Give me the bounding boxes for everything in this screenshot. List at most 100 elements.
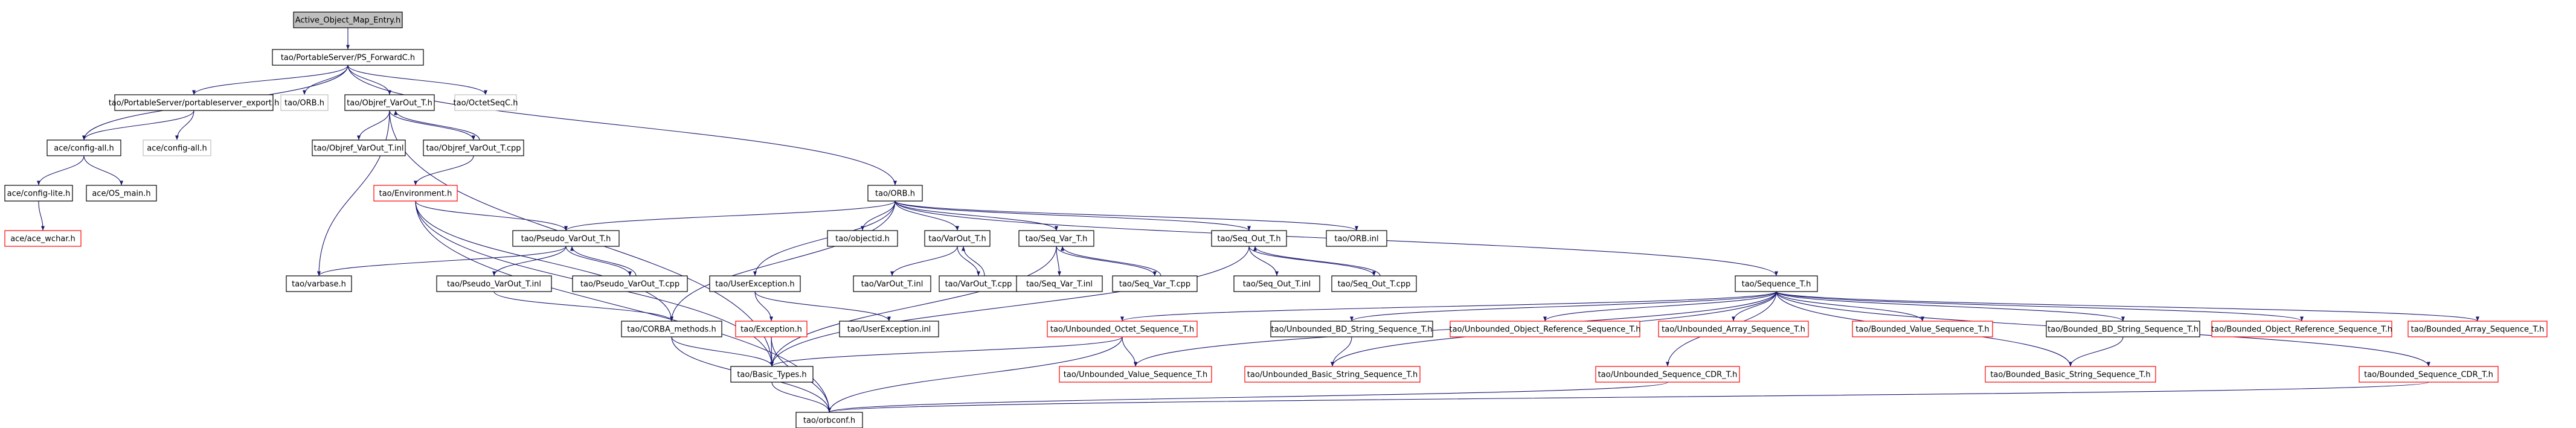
node-label: Active_Object_Map_Entry.h	[295, 16, 401, 25]
node-label: tao/Unbounded_Sequence_CDR_T.h	[1598, 371, 1738, 380]
node-label: tao/Bounded_Array_Sequence_T.h	[2411, 325, 2545, 334]
file-node-psexport[interactable]: tao/PortableServer/portableserver_export…	[109, 94, 280, 111]
node-label: tao/Unbounded_Array_Sequence_T.h	[1662, 325, 1805, 334]
node-label: tao/Bounded_Object_Reference_Sequence_T.…	[2211, 325, 2392, 334]
file-node-userexception[interactable]: tao/UserException.h	[709, 275, 801, 292]
file-node-unbBasicStr[interactable]: tao/Unbounded_Basic_String_Sequence_T.h	[1244, 366, 1421, 383]
file-node-acewchar[interactable]: ace/ace_wchar.h	[4, 230, 82, 247]
file-node-unbBD[interactable]: tao/Unbounded_BD_String_Sequence_T.h	[1270, 321, 1433, 337]
file-node-bndBasicStr[interactable]: tao/Bounded_Basic_String_Sequence_T.h	[1985, 366, 2156, 383]
node-label: tao/UserException.inl	[847, 325, 931, 334]
file-node-bndArray[interactable]: tao/Bounded_Array_Sequence_T.h	[2407, 321, 2548, 337]
node-box	[2211, 321, 2392, 337]
edges-layer	[36, 28, 2479, 413]
file-node-userexceptioninl[interactable]: tao/UserException.inl	[839, 321, 939, 337]
file-node-basictypes[interactable]: tao/Basic_Types.h	[730, 366, 814, 383]
file-node-aceosmain[interactable]: ace/OS_main.h	[86, 185, 157, 202]
edge-unbBD-to-unbBasicStr	[1330, 336, 1352, 367]
file-node-octetseqc[interactable]: tao/OctetSeqC.h	[454, 94, 518, 111]
edge-sequence-to-bndArray	[1776, 291, 2479, 322]
file-node-exception[interactable]: tao/Exception.h	[735, 321, 808, 337]
node-box	[1211, 230, 1287, 247]
file-node-pseudovaroutcpp[interactable]: tao/Pseudo_VarOut_T.cpp	[572, 275, 688, 292]
node-box	[1112, 275, 1198, 292]
node-label: ace/config-lite.h	[7, 190, 71, 199]
file-node-varbase[interactable]: tao/varbase.h	[286, 275, 352, 292]
file-node-objectid[interactable]: tao/objectid.h	[827, 230, 898, 247]
file-node-environment[interactable]: tao/Environment.h	[373, 185, 458, 202]
edge-userexception-to-userexceptioninl	[754, 291, 891, 322]
file-node-orbinl[interactable]: tao/ORB.inl	[1326, 230, 1387, 247]
file-node-sequence[interactable]: tao/Sequence_T.h	[1735, 275, 1818, 292]
node-label: ace/OS_main.h	[92, 190, 150, 199]
node-box	[2407, 321, 2548, 337]
edge-unbOctet-to-basictypes	[770, 336, 1123, 367]
node-label: tao/Seq_Out_T.cpp	[1338, 280, 1411, 289]
file-node-unbOctet[interactable]: tao/Unbounded_Octet_Sequence_T.h	[1047, 321, 1198, 337]
file-node-unbArray[interactable]: tao/Unbounded_Array_Sequence_T.h	[1658, 321, 1809, 337]
node-box	[454, 94, 517, 111]
file-node-orbconf[interactable]: tao/orbconf.h	[795, 412, 863, 428]
file-node-aceconfiglite[interactable]: ace/config-lite.h	[4, 185, 73, 202]
file-node-unbCDR[interactable]: tao/Unbounded_Sequence_CDR_T.h	[1595, 366, 1740, 383]
file-node-seqvarinl[interactable]: tao/Seq_Var_T.inl	[1016, 275, 1103, 292]
file-node-seqoutcpp[interactable]: tao/Seq_Out_T.cpp	[1331, 275, 1417, 292]
edge-objvarout-to-varbase	[316, 110, 390, 276]
node-label: tao/Unbounded_Octet_Sequence_T.h	[1050, 325, 1194, 334]
edge-seqoutcpp-to-seqout	[1253, 246, 1381, 276]
file-node-corbamethods[interactable]: tao/CORBA_methods.h	[621, 321, 722, 337]
file-node-objvarout[interactable]: tao/Objref_VarOut_T.h	[344, 94, 435, 111]
root-file-node[interactable]: Active_Object_Map_Entry.h	[293, 11, 403, 28]
edge-pseudovarout-to-pseudovaroutinl	[492, 246, 567, 276]
node-label: tao/ORB.inl	[1334, 235, 1378, 244]
node-label: tao/Bounded_Basic_String_Sequence_T.h	[1990, 371, 2150, 380]
file-node-seqout[interactable]: tao/Seq_Out_T.h	[1211, 230, 1287, 247]
file-node-bndValue[interactable]: tao/Bounded_Value_Sequence_T.h	[1852, 321, 1993, 337]
file-node-aceconfigall[interactable]: ace/config-all.h	[47, 139, 121, 156]
file-node-bndObjRef[interactable]: tao/Bounded_Object_Reference_Sequence_T.…	[2211, 321, 2392, 337]
file-node-pseudovarout[interactable]: tao/Pseudo_VarOut_T.h	[512, 230, 620, 247]
node-box	[572, 275, 688, 292]
file-node-bndCDR[interactable]: tao/Bounded_Sequence_CDR_T.h	[2359, 366, 2499, 383]
node-box	[867, 185, 923, 202]
file-node-varoutinl[interactable]: tao/VarOut_T.inl	[853, 275, 931, 292]
node-label: tao/Pseudo_VarOut_T.inl	[447, 280, 541, 289]
edge-pseudovaroutcpp-to-pseudovarout	[570, 246, 637, 276]
edge-psfwd-to-objvarout	[347, 65, 392, 95]
file-node-unbValue[interactable]: tao/Unbounded_Value_Sequence_T.h	[1059, 366, 1212, 383]
node-box	[312, 139, 406, 156]
edge-sequence-to-bndObjRef	[1776, 291, 2304, 322]
file-node-aceconfigall2[interactable]: ace/config-all.h	[143, 139, 211, 156]
file-node-bndBD[interactable]: tao/Bounded_BD_String_Sequence_T.h	[2046, 321, 2200, 337]
file-node-orbh[interactable]: tao/ORB.h	[867, 185, 923, 202]
node-box	[1270, 321, 1433, 337]
file-node-seqvarcpp[interactable]: tao/Seq_Var_T.cpp	[1112, 275, 1198, 292]
file-node-seqvar[interactable]: tao/Seq_Var_T.h	[1018, 230, 1094, 247]
file-node-seqoutinl[interactable]: tao/Seq_Out_T.inl	[1233, 275, 1320, 292]
file-node-taoorbh_top[interactable]: tao/ORB.h	[280, 94, 329, 111]
node-label: tao/VarOut_T.h	[928, 235, 986, 244]
node-box	[272, 49, 424, 66]
file-node-pseudovaroutinl[interactable]: tao/Pseudo_VarOut_T.inl	[436, 275, 552, 292]
node-label: tao/VarOut_T.cpp	[945, 280, 1012, 289]
node-box	[1595, 366, 1740, 383]
node-label: tao/Environment.h	[379, 190, 452, 199]
edge-orbh-to-varout	[895, 200, 960, 231]
edge-unbOctet-to-orbconf	[827, 336, 1123, 413]
node-box	[423, 139, 524, 156]
file-node-objvaroutinl[interactable]: tao/Objref_VarOut_T.inl	[312, 139, 406, 156]
edge-seqvar-to-seqvarcpp	[1056, 246, 1157, 276]
node-box	[853, 275, 931, 292]
file-node-unbObjRef[interactable]: tao/Unbounded_Object_Reference_Sequence_…	[1449, 321, 1641, 337]
edge-sequence-to-unbOctet	[1120, 291, 1777, 322]
node-box	[1735, 275, 1818, 292]
file-node-psfwd[interactable]: tao/PortableServer/PS_ForwardC.h	[272, 49, 424, 66]
file-node-varout[interactable]: tao/VarOut_T.h	[924, 230, 991, 247]
file-node-varoutcpp[interactable]: tao/VarOut_T.cpp	[939, 275, 1018, 292]
node-box	[373, 185, 458, 202]
node-label: tao/Unbounded_Basic_String_Sequence_T.h	[1247, 371, 1418, 380]
edge-objvaroutcpp-to-environment	[413, 155, 474, 186]
node-label: tao/Bounded_BD_String_Sequence_T.h	[2048, 325, 2199, 334]
file-node-objvaroutcpp[interactable]: tao/Objref_VarOut_T.cpp	[423, 139, 524, 156]
edge-orbh-to-seqout	[895, 200, 1251, 231]
